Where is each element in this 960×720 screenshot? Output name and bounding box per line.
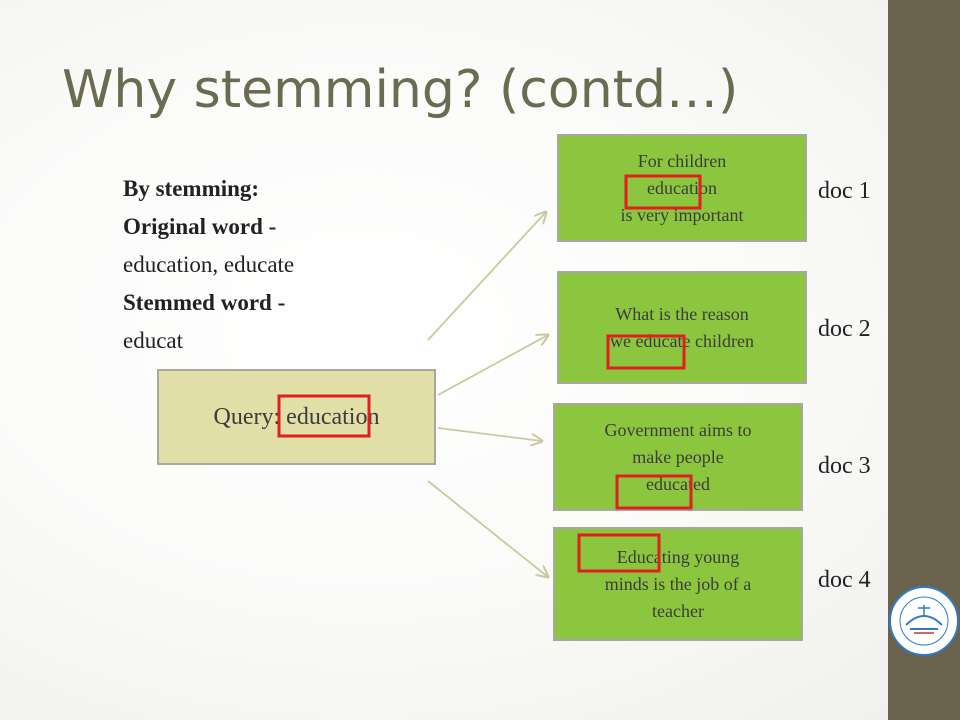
doc-4-stem-highlight bbox=[577, 533, 661, 573]
stemmed-word-label: Stemmed word - bbox=[123, 290, 286, 315]
original-word-value: education, educate bbox=[123, 252, 295, 277]
stemmed-word-value: educat bbox=[123, 328, 184, 353]
stemming-explanation: By stemming: Original word - education, … bbox=[123, 170, 403, 360]
doc-2-label: doc 2 bbox=[818, 316, 871, 342]
doc-4-label: doc 4 bbox=[818, 567, 871, 593]
doc-2-line-1: What is the reason bbox=[615, 303, 749, 324]
doc-1-line-1: For children bbox=[637, 150, 727, 171]
doc-4-line-3: teacher bbox=[652, 600, 704, 621]
explanation-heading: By stemming: bbox=[123, 176, 260, 201]
arrow-to-doc-4 bbox=[427, 480, 548, 577]
arrow-to-doc-3 bbox=[437, 427, 542, 441]
indian-school-of-mines-logo bbox=[889, 586, 959, 656]
arrow-to-doc-2 bbox=[437, 335, 548, 396]
doc-3-line-2: make people bbox=[632, 446, 724, 467]
doc-1-label: doc 1 bbox=[818, 178, 871, 204]
doc-3-stem-highlight bbox=[615, 474, 693, 510]
doc-3-label: doc 3 bbox=[818, 453, 871, 479]
slide-title: Why stemming? (contd…) bbox=[62, 60, 739, 120]
doc-3-line-3: educated bbox=[646, 473, 710, 494]
doc-2-stem-highlight bbox=[606, 334, 686, 370]
doc-4-line-1: Educating young bbox=[616, 546, 740, 567]
doc-3-box: Government aims to make people educated bbox=[553, 403, 803, 511]
doc-4-box: Educating young minds is the job of a te… bbox=[553, 527, 803, 641]
original-word-label: Original word - bbox=[123, 214, 277, 239]
query-box: Query: education bbox=[157, 369, 436, 465]
arrows-layer bbox=[427, 0, 888, 720]
arrow-to-doc-1 bbox=[427, 212, 546, 341]
doc-4-line-2: minds is the job of a bbox=[604, 573, 752, 594]
doc-2-box: What is the reason we educate children bbox=[557, 271, 807, 384]
doc-1-stem-highlight bbox=[624, 174, 702, 210]
doc-3-line-1: Government aims to bbox=[604, 419, 752, 440]
doc-1-box: For children education is very important bbox=[557, 134, 807, 242]
query-stem-highlight bbox=[277, 394, 371, 438]
highlight-layer bbox=[277, 174, 702, 573]
